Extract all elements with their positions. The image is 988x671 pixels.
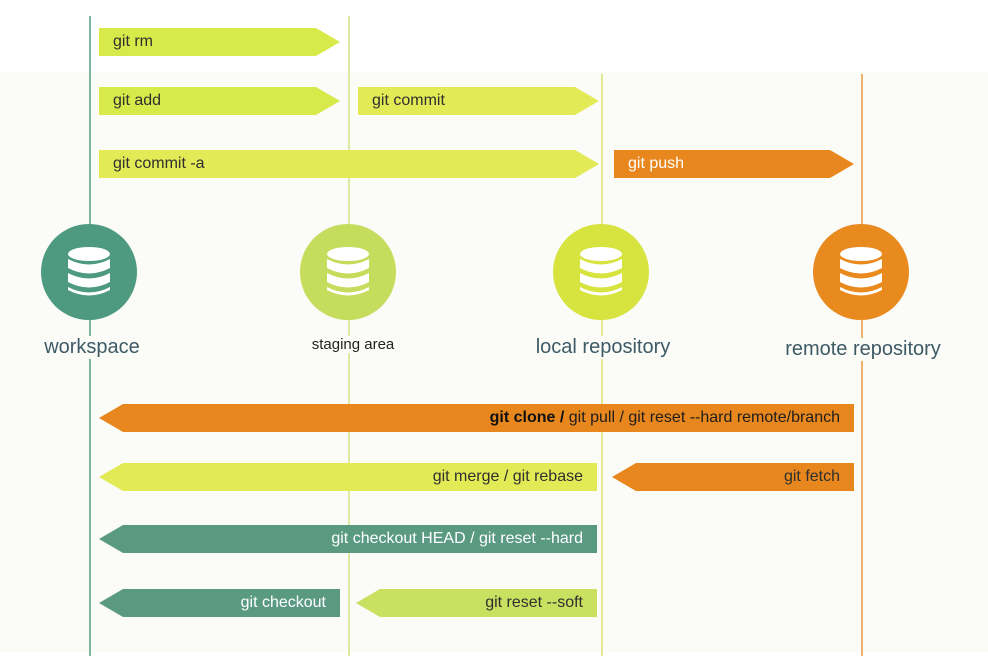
remote-lane-line	[861, 74, 863, 656]
git-push-label: git push	[628, 155, 685, 172]
git-add-arrow: git add	[99, 87, 340, 115]
staging-node	[300, 224, 396, 320]
database-icon	[327, 247, 369, 296]
git-merge-rebase-arrow: git merge / git rebase	[99, 463, 597, 491]
local-label: local repository	[535, 336, 671, 359]
git-reset-soft-label: git reset --soft	[485, 594, 583, 611]
git-commit-arrow: git commit	[358, 87, 599, 115]
git-checkout-head-label: git checkout HEAD / git reset --hard	[331, 530, 583, 547]
local-lane-line	[601, 74, 603, 656]
git-reset-soft-arrow: git reset --soft	[356, 589, 597, 617]
git-commit-a-label: git commit -a	[113, 155, 205, 172]
git-commit-label: git commit	[372, 92, 445, 109]
git-add-label: git add	[113, 92, 162, 109]
git-push-arrow: git push	[614, 150, 854, 178]
git-commit-a-arrow: git commit -a	[99, 150, 599, 178]
remote-node	[813, 224, 909, 320]
staging-label: staging area	[311, 336, 395, 353]
git-fetch-label: git fetch	[783, 468, 840, 485]
git-checkout-head-arrow: git checkout HEAD / git reset --hard	[99, 525, 597, 553]
git-clone-pull-reset-arrow: git clone / git pull / git reset --hard …	[99, 404, 854, 432]
git-clone-bold-label: git clone /	[489, 409, 565, 426]
remote-label: remote repository	[785, 338, 941, 361]
git-rm-label: git rm	[113, 33, 153, 50]
git-checkout-label: git checkout	[240, 594, 326, 611]
workspace-label: workspace	[44, 336, 140, 359]
workspace-node	[41, 224, 137, 320]
git-rm-arrow: git rm	[99, 28, 340, 56]
git-checkout-arrow: git checkout	[99, 589, 340, 617]
local-node	[553, 224, 649, 320]
git-merge-rebase-label: git merge / git rebase	[432, 468, 583, 485]
git-fetch-arrow: git fetch	[612, 463, 854, 491]
database-icon	[840, 247, 882, 296]
database-icon	[68, 247, 110, 296]
database-icon	[580, 247, 622, 296]
git-pull-reset-label: git pull / git reset --hard remote/branc…	[564, 409, 840, 426]
